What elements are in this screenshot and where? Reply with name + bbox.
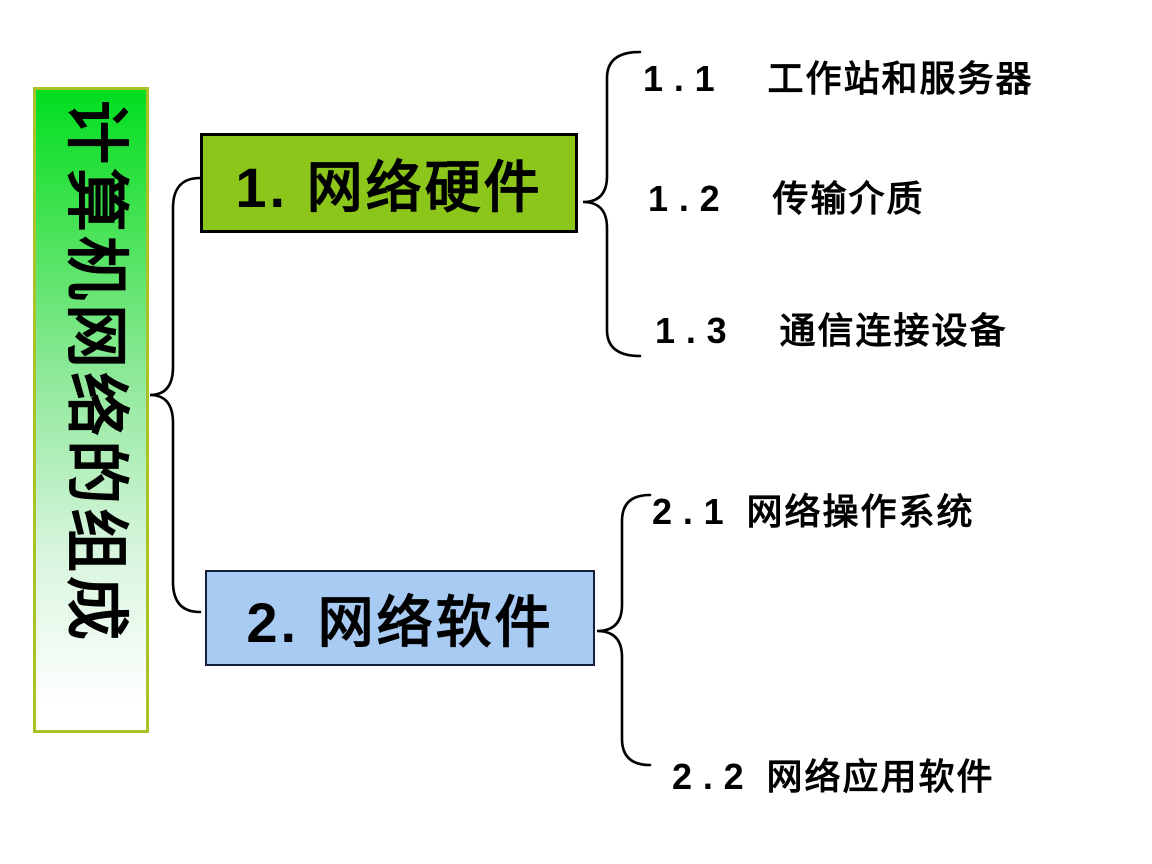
root-title-box: 计算机网络的组成 <box>33 87 149 733</box>
item-label: 传输介质 <box>772 178 925 219</box>
item-number: 1.3 <box>655 310 738 351</box>
list-item-hardware-3: 1.3 通信连接设备 <box>655 302 1007 354</box>
hardware-brace <box>582 50 642 358</box>
item-label: 工作站和服务器 <box>767 58 1034 99</box>
item-label: 网络应用软件 <box>766 756 995 797</box>
software-category-box: 2. 网络软件 <box>205 570 595 666</box>
hardware-category-label: 1. 网络硬件 <box>235 155 543 219</box>
item-number: 1.1 <box>643 58 726 99</box>
hardware-category-box: 1. 网络硬件 <box>200 133 578 233</box>
software-brace <box>596 493 652 767</box>
root-brace <box>149 176 202 614</box>
item-number: 1.2 <box>648 178 731 219</box>
item-label: 网络操作系统 <box>746 491 975 532</box>
list-item-hardware-2: 1.2 传输介质 <box>648 170 924 222</box>
list-item-software-1: 2.1 网络操作系统 <box>652 483 974 535</box>
item-label: 通信连接设备 <box>779 310 1008 351</box>
list-item-software-2: 2.2 网络应用软件 <box>672 748 994 800</box>
list-item-hardware-1: 1.1 工作站和服务器 <box>643 50 1033 102</box>
item-number: 2.2 <box>672 756 755 797</box>
root-title: 计算机网络的组成 <box>60 100 132 644</box>
software-category-label: 2. 网络软件 <box>246 590 554 654</box>
item-number: 2.1 <box>652 491 735 532</box>
